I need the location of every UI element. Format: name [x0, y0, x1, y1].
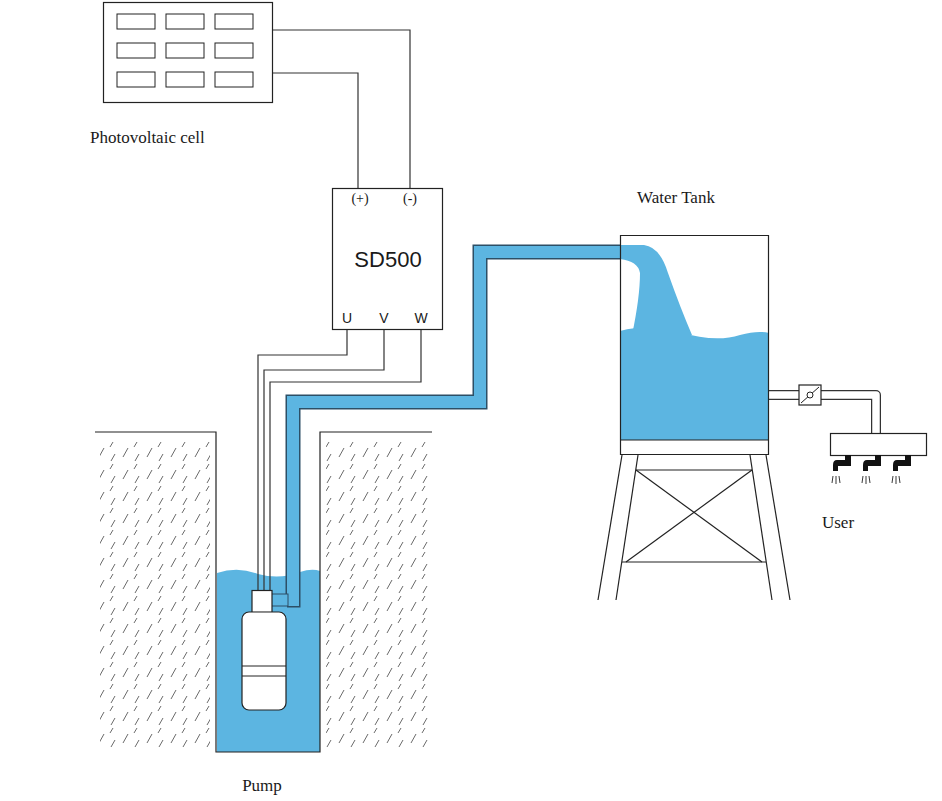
- terminal-label: W: [414, 310, 427, 326]
- faucet: [892, 455, 911, 484]
- stand-brace: [626, 470, 752, 562]
- user-taps-shape: [830, 433, 927, 477]
- solar-panel: Photovoltaic cell: [103, 2, 273, 103]
- water-drops: [892, 476, 900, 484]
- tank-label: Water Tank: [637, 188, 715, 208]
- solar-cell: [166, 14, 204, 29]
- wire-line: [258, 330, 347, 590]
- pump-band: [242, 666, 286, 676]
- wire-line: [264, 330, 384, 590]
- submersible-pump-shape: [241, 590, 287, 712]
- pump-outlet: [271, 594, 288, 606]
- controller-frame: [333, 189, 443, 330]
- stand-bar: [636, 469, 752, 470]
- tank-water: [620, 327, 769, 440]
- water-tank: Water Tank: [620, 235, 769, 455]
- terminal-label: V: [379, 310, 388, 326]
- pump-label: Pump: [242, 776, 282, 796]
- tank-stand: [598, 455, 790, 600]
- power-wire: [273, 73, 358, 188]
- valve-disc: [807, 392, 813, 398]
- valve-body: [799, 385, 821, 405]
- faucet: [832, 455, 851, 484]
- panel-label: Photovoltaic cell: [90, 128, 205, 148]
- solar-cell: [117, 72, 155, 87]
- wire-line: [273, 30, 410, 188]
- water-tank-shape: [620, 235, 769, 455]
- manifold: [831, 434, 927, 456]
- solar-cell: [215, 72, 253, 87]
- user-taps: User: [830, 433, 927, 477]
- terminal-label: (-): [403, 191, 417, 207]
- power-wire: [258, 330, 347, 590]
- solar-cell: [166, 43, 204, 58]
- wire-line: [273, 73, 358, 188]
- submersible-pump: Pump: [241, 590, 287, 712]
- stand-leg: [750, 455, 772, 600]
- tank-ground: [620, 235, 769, 440]
- solar-panel-shape: [103, 2, 273, 103]
- solar-cell: [215, 14, 253, 29]
- valve-stem: [801, 387, 819, 403]
- solar-cell: [117, 43, 155, 58]
- stand-leg: [766, 455, 790, 600]
- well-water: [217, 570, 320, 752]
- stand-leg: [598, 455, 622, 600]
- outlet-pipe: [769, 395, 876, 433]
- controller-box: (+) (-) SD500U V W: [332, 188, 443, 330]
- water-drops: [862, 476, 870, 484]
- faucet-spout: [833, 460, 851, 471]
- water-inflow: [620, 245, 692, 335]
- stand-leg: [616, 455, 638, 600]
- power-wire: [264, 330, 384, 590]
- solar-cell: [166, 72, 204, 87]
- stand-bar: [622, 561, 766, 562]
- soil-hatching: [326, 440, 432, 750]
- tank-outline: [621, 236, 769, 455]
- pipe-wall: [769, 395, 876, 433]
- valve-symbol: [799, 385, 821, 405]
- power-wire: [273, 30, 410, 188]
- solar-cell: [117, 14, 155, 29]
- pipe-inner: [769, 395, 876, 433]
- device-name: SD500: [354, 247, 421, 272]
- terminal-label: U: [342, 310, 352, 326]
- terminal-label: (+): [351, 191, 368, 207]
- solar-cell: [215, 43, 253, 58]
- panel-frame: [104, 3, 273, 103]
- soil-hatching: [100, 440, 210, 750]
- faucet-spout: [863, 460, 881, 471]
- water-drops: [832, 476, 840, 484]
- faucet-spout: [893, 460, 911, 471]
- pump-body: [242, 612, 286, 710]
- pump-cap: [252, 591, 272, 613]
- faucet: [862, 455, 881, 484]
- user-label: User: [822, 513, 854, 533]
- stand-brace: [636, 470, 762, 562]
